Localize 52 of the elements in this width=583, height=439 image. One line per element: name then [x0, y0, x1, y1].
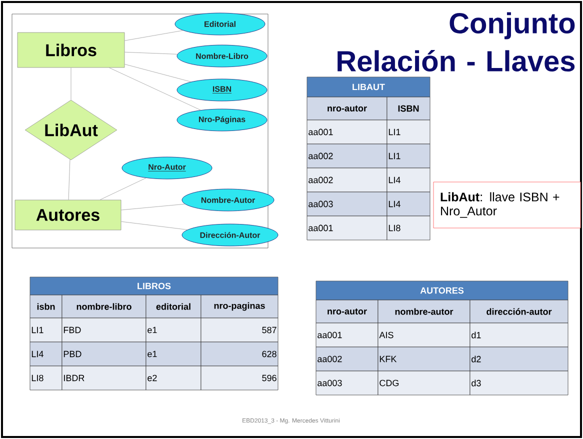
table-cell: CDG — [378, 370, 470, 396]
table-cell: aa002 — [306, 168, 388, 192]
table-cell: aa002 — [316, 346, 378, 372]
table-cell: KFK — [378, 346, 470, 372]
connector-line — [121, 204, 186, 210]
connector-line — [68, 159, 70, 200]
table-cell: 628 — [200, 342, 278, 366]
table-cell: aa002 — [306, 144, 388, 168]
connector-line — [124, 52, 178, 54]
column-header: editorial — [146, 294, 202, 318]
connector-line — [124, 64, 192, 82]
table-cell: LI8 — [386, 216, 430, 240]
table-cell: LI4 — [386, 192, 430, 216]
entity-box: Autores — [14, 200, 122, 230]
table-cell: aa001 — [316, 322, 378, 348]
table-cell: LI1 — [386, 120, 430, 144]
column-header: nro-paginas — [200, 294, 278, 318]
table-cell: aa001 — [306, 216, 388, 240]
title: Conjunto Relación - Llaves — [338, 12, 575, 72]
table-cell: e1 — [146, 318, 202, 342]
connector-line — [108, 68, 201, 110]
column-header: ISBN — [386, 96, 430, 120]
table-cell: LI4 — [30, 342, 62, 366]
table-cell: LI4 — [386, 168, 430, 192]
table-cell: LI1 — [30, 318, 62, 342]
table-cell: e2 — [146, 366, 202, 390]
column-header: dirección-autor — [470, 300, 568, 324]
column-header: nro-autor — [306, 96, 388, 120]
table-title: LIBROS — [30, 276, 278, 296]
connector-line — [124, 30, 184, 41]
table-cell: d2 — [470, 346, 568, 372]
table-cell: aa001 — [306, 120, 388, 144]
entity-box: Libros — [17, 32, 125, 68]
column-header: nro-autor — [316, 300, 378, 324]
table-cell: d3 — [470, 370, 568, 396]
table-cell: aa003 — [306, 192, 388, 216]
table-cell: AIS — [378, 322, 470, 348]
column-header: isbn — [30, 294, 62, 318]
connector-line — [70, 68, 72, 100]
connector-line — [121, 221, 188, 230]
table-cell: 596 — [200, 366, 278, 390]
column-header: nombre-autor — [378, 300, 470, 324]
table-cell: aa003 — [316, 370, 378, 396]
note-box: LibAut: llave ISBN + Nro_Autor — [433, 182, 581, 228]
table-cell: e1 — [146, 342, 202, 366]
table-cell: 587 — [200, 318, 278, 342]
table-title: AUTORES — [316, 280, 568, 300]
connector-line — [100, 178, 146, 200]
table-title: LIBAUT — [306, 76, 430, 98]
table-cell: LI8 — [30, 366, 62, 390]
table-cell: LI1 — [386, 144, 430, 168]
table-cell: d1 — [470, 322, 568, 348]
